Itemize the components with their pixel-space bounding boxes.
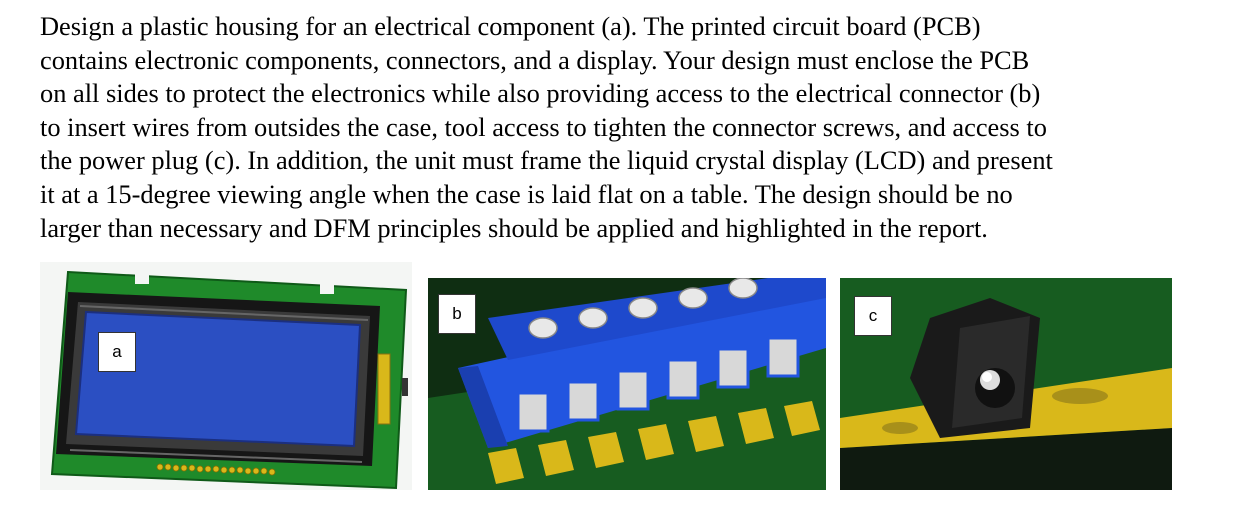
figure-c-power-jack: c [840, 278, 1172, 490]
statement-line: the power plug (c). In addition, the uni… [40, 145, 1053, 176]
power-jack-illustration [840, 278, 1172, 490]
connector-illustration [428, 278, 826, 490]
statement-line: to insert wires from outsides the case, … [40, 111, 1047, 142]
statement-line: on all sides to protect the electronics … [40, 78, 1041, 109]
statement-line: larger than necessary and DFM principles… [40, 212, 988, 243]
figure-a-pcb-lcd: a [40, 262, 412, 490]
statement-line: it at a 15-degree viewing angle when the… [40, 178, 1013, 209]
pcb-lcd-illustration [40, 262, 412, 490]
figure-b-connector: b [428, 278, 826, 490]
figure-label-b: b [438, 294, 476, 334]
statement-line: contains electronic components, connecto… [40, 44, 1030, 75]
statement-line: Design a plastic housing for an electric… [40, 11, 981, 41]
problem-statement: Design a plastic housing for an electric… [40, 10, 1230, 245]
figure-label-c: c [854, 296, 892, 336]
figure-label-a: a [98, 332, 136, 372]
